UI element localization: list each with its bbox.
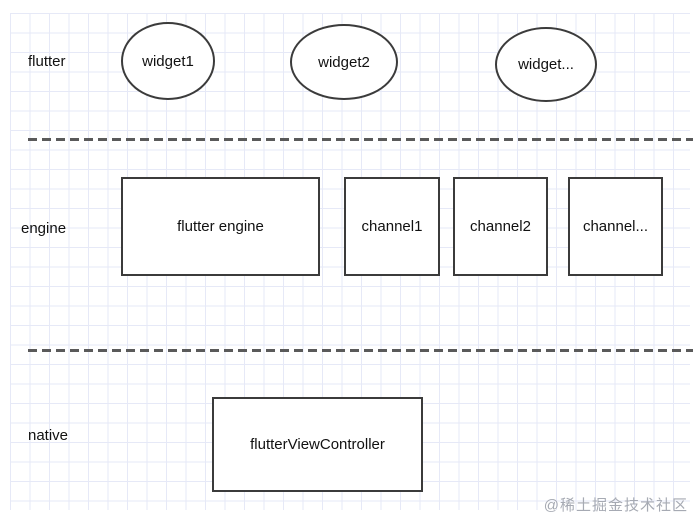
layer-label-flutter: flutter xyxy=(28,53,66,70)
node-flutter-view-controller: flutterViewController xyxy=(212,397,423,492)
layer-separator-engine-native xyxy=(28,349,693,352)
node-flutter-engine: flutter engine xyxy=(121,177,320,276)
watermark-text: @稀土掘金技术社区 xyxy=(543,497,688,514)
node-widget1: widget1 xyxy=(121,22,215,100)
node-channel-more: channel... xyxy=(568,177,663,276)
node-widget-more: widget... xyxy=(495,27,597,102)
layer-separator-flutter-engine xyxy=(28,138,693,141)
node-widget2: widget2 xyxy=(290,24,398,100)
layer-label-engine: engine xyxy=(21,220,67,237)
node-channel1: channel1 xyxy=(344,177,440,276)
layer-label-native: native xyxy=(28,427,69,444)
node-channel2: channel2 xyxy=(453,177,548,276)
